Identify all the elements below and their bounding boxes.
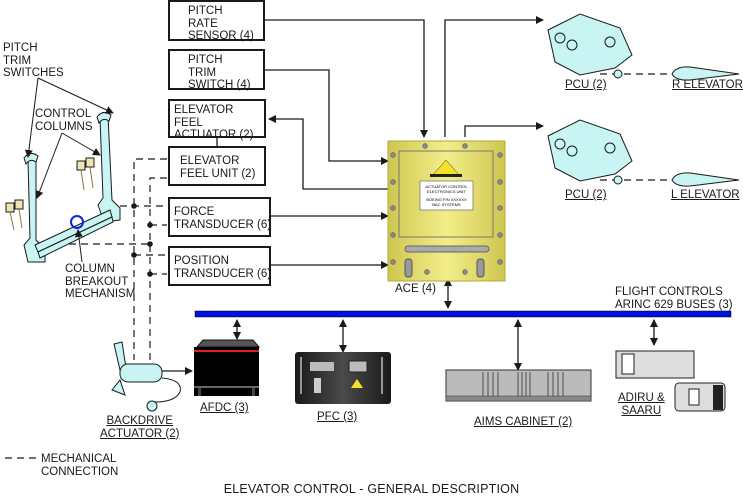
- position-transducer-line-1: POSITION: [174, 255, 229, 267]
- line-ace-to-pcu-left: [464, 122, 544, 137]
- ace-plate-line-2: ELECTRONICS UNIT: [427, 189, 466, 194]
- pitch-trim-switches-label: PITCH TRIM SWITCHES: [3, 42, 64, 80]
- pcu-right-label: PCU (2): [565, 79, 607, 91]
- ace-label: ACE (4): [395, 283, 436, 295]
- adiru-saaru-label: ADIRU & SAARU: [618, 392, 665, 417]
- feel-unit-line-1: ELEVATOR: [180, 155, 240, 167]
- pts-line-2: TRIM: [3, 54, 32, 67]
- feel-actuator-line-3: ACTUATOR (2): [174, 129, 254, 141]
- feel-actuator-line-2: FEEL: [174, 116, 203, 129]
- cb-line-2: BREAKOUT: [65, 275, 129, 288]
- cc-line-1: CONTROL: [35, 108, 92, 120]
- adiru-line-2: SAARU: [621, 404, 662, 417]
- cb-line-1: COLUMN: [65, 263, 115, 275]
- ace-plate-line-3: BOEING P/N XXXXXX: [426, 197, 467, 202]
- annotation-arrows: [24, 77, 114, 263]
- bus-line-2: ARINC 629 BUSES (3): [615, 298, 733, 311]
- pfc-unit: [295, 352, 391, 404]
- arinc-629-bus: [194, 310, 732, 318]
- backdrive-line-2: ACTUATOR (2): [100, 427, 180, 440]
- force-transducer-line-2: TRANSDUCER (6): [174, 218, 272, 231]
- line-ace-to-pcu-right: [444, 16, 544, 137]
- line-pitch-rate-to-ace: [265, 19, 428, 138]
- bus-line-1: FLIGHT CONTROLS: [615, 286, 723, 298]
- l-elevator-icon: [671, 172, 740, 187]
- adiru-line-1: ADIRU &: [618, 392, 665, 404]
- pcu-right-illustration: [547, 13, 633, 79]
- ace-plate-line-4: BAC SYSTEMS: [432, 202, 461, 207]
- control-columns-illustration: [5, 111, 121, 263]
- junction-dots: [131, 203, 153, 277]
- signal-lines: [152, 16, 658, 375]
- column-breakout-label: COLUMN BREAKOUT MECHANISM: [65, 263, 135, 301]
- pitch-trim-switch-line-1: PITCH: [188, 54, 223, 66]
- diagram-title: ELEVATOR CONTROL - GENERAL DESCRIPTION: [223, 482, 520, 496]
- column-breakout-marker: [70, 215, 84, 229]
- backdrive-line-1: BACKDRIVE: [106, 415, 173, 427]
- position-transducer-box: POSITION TRANSDUCER (6): [168, 246, 271, 286]
- aims-cabinet-label: AIMS CABINET (2): [474, 416, 573, 428]
- aims-cabinet-unit: [445, 369, 592, 402]
- pitch-rate-sensor-line-3: SENSOR (4): [188, 30, 254, 42]
- pitch-rate-sensor-box: PITCH RATE SENSOR (4): [168, 0, 265, 42]
- pitch-trim-switch-box: PITCH TRIM SWITCH (4): [168, 49, 265, 91]
- cb-line-3: MECHANISM: [65, 288, 136, 300]
- pcu-left-illustration: [547, 119, 633, 185]
- force-transducer-box: FORCE TRANSDUCER (6): [168, 197, 271, 237]
- pitch-rate-sensor-line-1: PITCH: [188, 5, 223, 17]
- control-columns-label: CONTROL COLUMNS: [35, 108, 93, 133]
- backdrive-label: BACKDRIVE ACTUATOR (2): [100, 415, 179, 440]
- legend-line-1: MECHANICAL: [41, 453, 117, 465]
- pitch-rate-sensor-line-2: RATE: [188, 17, 218, 30]
- ace-unit: [387, 140, 506, 282]
- pitch-trim-switch-line-2: TRIM: [188, 66, 217, 79]
- ace-plate-line-1: ACTUATOR CONTROL: [425, 184, 468, 189]
- position-transducer-line-2: TRANSDUCER (6): [174, 267, 272, 280]
- backdrive-actuator-illustration: [111, 341, 181, 412]
- bus-label: FLIGHT CONTROLS ARINC 629 BUSES (3): [615, 286, 733, 311]
- pfc-label: PFC (3): [317, 411, 358, 423]
- l-elevator-label: L ELEVATOR: [671, 189, 740, 201]
- elevator-feel-unit-box: ELEVATOR FEEL UNIT (2): [168, 146, 266, 186]
- r-elevator-label: R ELEVATOR: [672, 79, 743, 91]
- afdc-unit: [194, 339, 261, 396]
- afdc-label: AFDC (3): [200, 402, 249, 414]
- line-trim-switch-to-ace: [265, 69, 389, 165]
- elevator-feel-actuator-box: ELEVATOR FEEL ACTUATOR (2): [168, 99, 266, 141]
- feel-actuator-line-1: ELEVATOR: [174, 104, 234, 116]
- legend-line-2: CONNECTION: [41, 465, 119, 478]
- adiru-saaru-units: [615, 350, 726, 412]
- pcu-left-label: PCU (2): [565, 189, 607, 201]
- pts-line-1: PITCH: [3, 42, 38, 54]
- legend-mechanical-connection: MECHANICAL CONNECTION: [41, 453, 118, 478]
- force-transducer-line-1: FORCE: [174, 206, 215, 218]
- feel-unit-line-2: FEEL UNIT (2): [180, 167, 256, 180]
- cc-line-2: COLUMNS: [35, 120, 93, 133]
- r-elevator-icon: [671, 66, 740, 81]
- pitch-trim-switch-line-3: SWITCH (4): [188, 79, 251, 91]
- pts-line-3: SWITCHES: [3, 67, 64, 79]
- line-ace-to-feel-actuator: [268, 115, 388, 190]
